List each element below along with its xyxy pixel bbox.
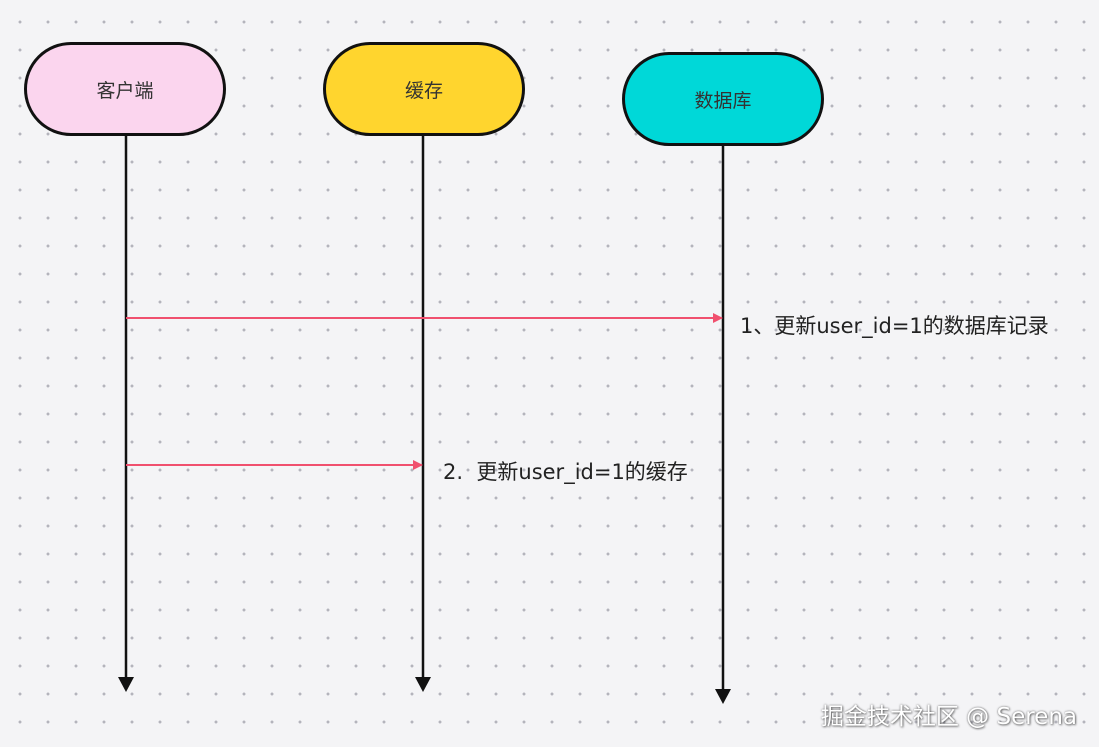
message-label-update-db: 1、更新user_id=1的数据库记录 bbox=[740, 314, 1049, 338]
database-node-label: 数据库 bbox=[694, 89, 752, 112]
database-node: 数据库 bbox=[622, 52, 824, 146]
message-label-update-cache: 2. 更新user_id=1的缓存 bbox=[443, 460, 688, 484]
cache-node-label: 缓存 bbox=[404, 79, 443, 102]
client-node-label: 客户端 bbox=[96, 79, 154, 102]
client-node: 客户端 bbox=[24, 42, 226, 136]
watermark: 掘金技术社区 @ Serena bbox=[820, 704, 1077, 730]
client-lifeline-arrowhead bbox=[118, 677, 134, 692]
database-lifeline-arrowhead bbox=[715, 689, 731, 704]
cache-lifeline-arrowhead bbox=[415, 677, 431, 692]
cache-node: 缓存 bbox=[323, 42, 525, 136]
